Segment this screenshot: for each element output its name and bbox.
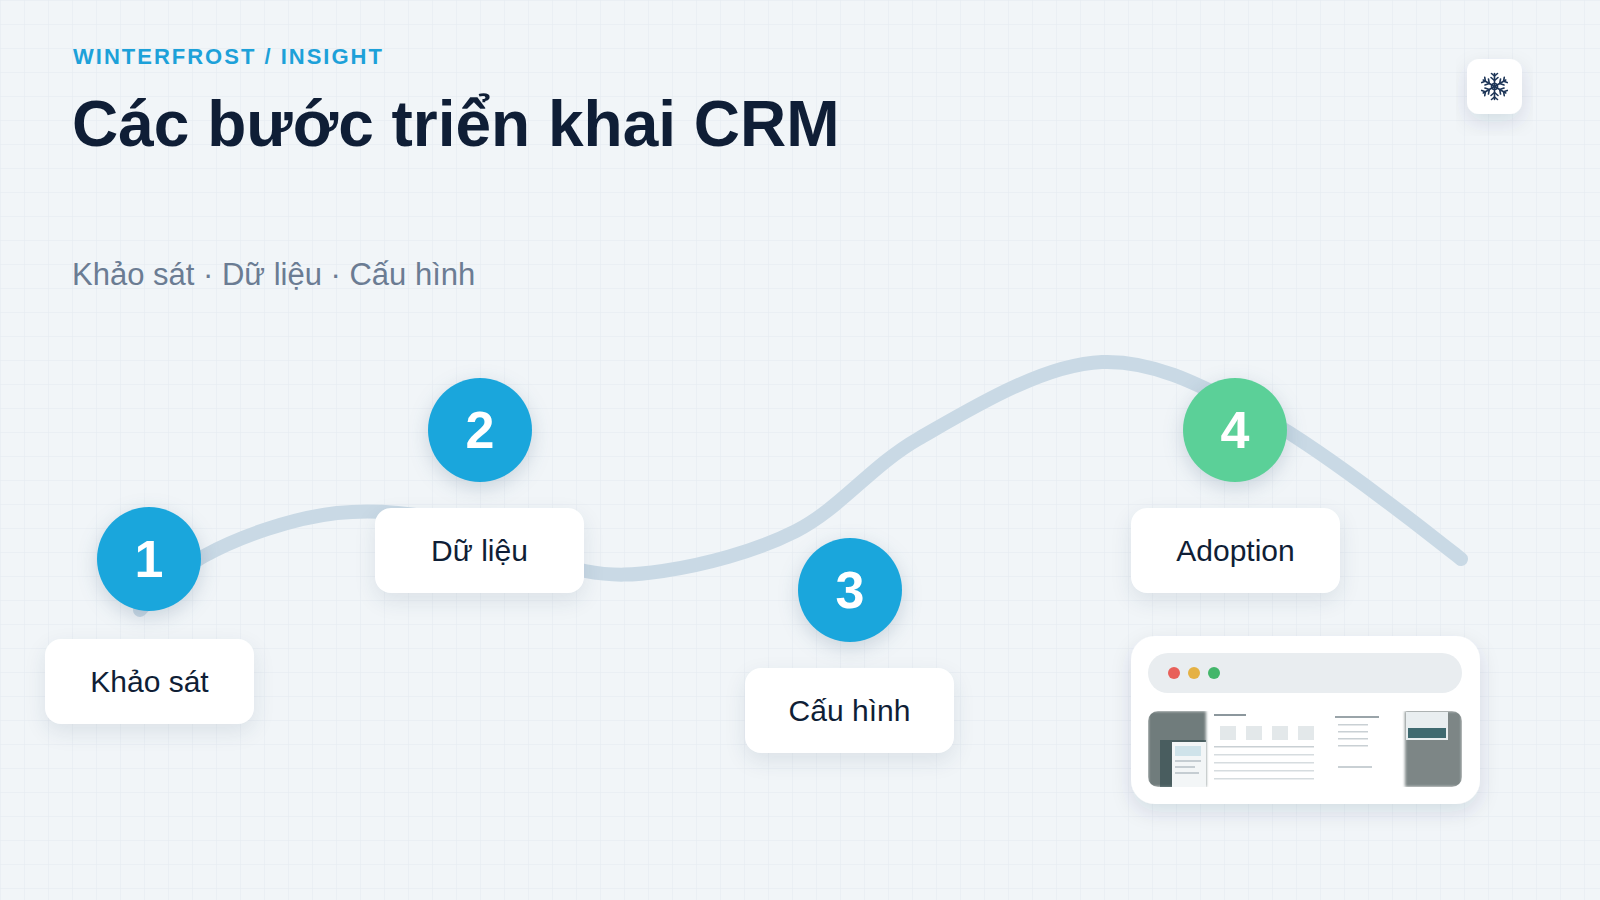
mockup-card <box>1131 636 1480 804</box>
journey-path <box>140 362 1461 610</box>
step-number-circle: 4 <box>1183 378 1287 482</box>
step-number-circle: 1 <box>97 507 201 611</box>
subtitle: Khảo sát · Dữ liệu · Cấu hình <box>72 256 475 293</box>
circle-fill <box>1183 378 1287 482</box>
window-dot <box>1188 667 1200 679</box>
journey-curve <box>140 362 1461 610</box>
eyebrow-label: WINTERFROST / INSIGHT <box>73 44 384 70</box>
step-number: 1 <box>135 533 164 585</box>
browser-bar <box>1148 653 1462 693</box>
step-number: 2 <box>466 404 495 456</box>
step-number-circle: 2 <box>428 378 532 482</box>
snowflake-symbol <box>1481 74 1507 100</box>
logo-icon <box>1467 59 1522 114</box>
slide-title: Các bước triển khai CRM <box>72 92 840 156</box>
circle-fill <box>798 538 902 642</box>
step-number: 3 <box>836 564 865 616</box>
step-label-box: Khảo sát <box>45 639 254 724</box>
step-label-box: Dữ liệu <box>375 508 584 593</box>
step-label: Khảo sát <box>90 665 208 699</box>
circle-fill <box>97 507 201 611</box>
screenshot <box>1148 711 1462 787</box>
circle-fill <box>428 378 532 482</box>
step-label: Adoption <box>1176 534 1294 568</box>
window-dot <box>1168 667 1180 679</box>
step-number-circle: 3 <box>798 538 902 642</box>
step-label: Cấu hình <box>789 694 911 728</box>
logo-tile <box>1467 59 1522 114</box>
step-label-box: Cấu hình <box>745 668 954 753</box>
browser-mockup <box>1131 636 1480 804</box>
step-number: 4 <box>1221 404 1250 456</box>
step-label-box: Adoption <box>1131 508 1340 593</box>
step-label: Dữ liệu <box>431 534 528 568</box>
window-dot <box>1208 667 1220 679</box>
